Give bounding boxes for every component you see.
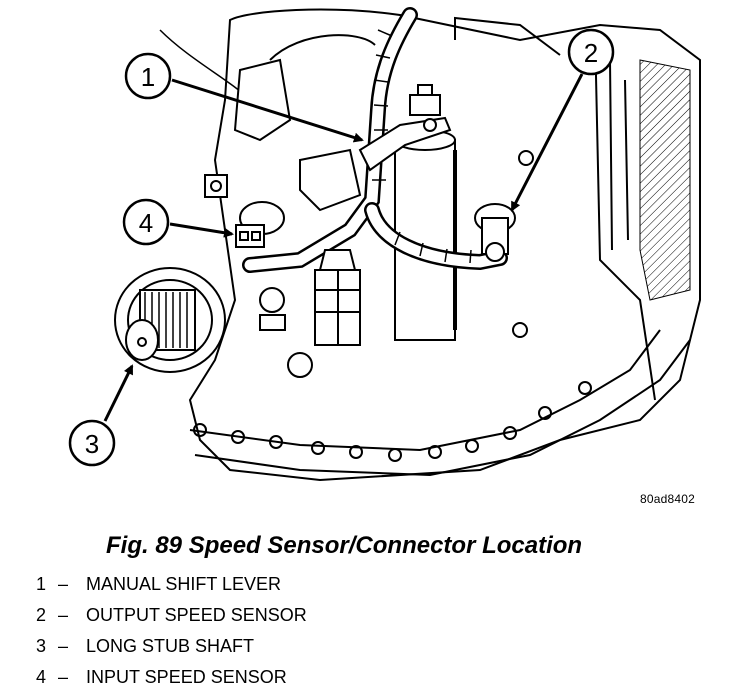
legend-number: 4 xyxy=(36,667,47,687)
legend-list: 1–MANUAL SHIFT LEVER 2–OUTPUT SPEED SENS… xyxy=(36,569,307,693)
legend-label: OUTPUT SPEED SENSOR xyxy=(86,605,307,625)
long-stub-shaft xyxy=(114,267,226,373)
transmission-illustration: 1 2 3 4 xyxy=(68,7,701,482)
legend-number: 2 xyxy=(36,605,47,625)
svg-text:2: 2 xyxy=(584,38,598,68)
callout-3: 3 xyxy=(68,364,134,467)
output-speed-sensor xyxy=(474,203,516,262)
drawing-code: 80ad8402 xyxy=(640,492,695,506)
legend-label: INPUT SPEED SENSOR xyxy=(86,667,287,687)
legend-number: 1 xyxy=(36,574,47,594)
legend-number: 3 xyxy=(36,636,47,656)
mounting-bracket xyxy=(204,58,362,212)
legend-item: 4–INPUT SPEED SENSOR xyxy=(36,662,307,693)
manual-shift-lever xyxy=(358,116,452,172)
oil-pan-flange xyxy=(189,322,691,477)
svg-text:4: 4 xyxy=(139,208,153,238)
legend-item: 2–OUTPUT SPEED SENSOR xyxy=(36,600,307,631)
figure-caption: Fig. 89 Speed Sensor/Connector Location xyxy=(106,532,583,559)
electrical-connector xyxy=(314,249,361,346)
legend-label: MANUAL SHIFT LEVER xyxy=(86,574,282,594)
case-fittings xyxy=(259,150,534,331)
legend-dash: – xyxy=(58,636,69,656)
svg-text:3: 3 xyxy=(85,429,99,459)
callout-1: 1 xyxy=(124,52,364,143)
wiring-harness xyxy=(242,7,508,273)
legend-dash: – xyxy=(58,667,69,687)
callout-2: 2 xyxy=(510,28,615,212)
svg-text:1: 1 xyxy=(141,62,155,92)
legend-item: 1–MANUAL SHIFT LEVER xyxy=(36,569,307,600)
input-speed-sensor xyxy=(235,201,285,248)
callout-4: 4 xyxy=(122,198,234,246)
legend-label: LONG STUB SHAFT xyxy=(86,636,255,656)
legend-dash: – xyxy=(58,574,69,594)
legend-item: 3–LONG STUB SHAFT xyxy=(36,631,307,662)
legend-dash: – xyxy=(58,605,69,625)
